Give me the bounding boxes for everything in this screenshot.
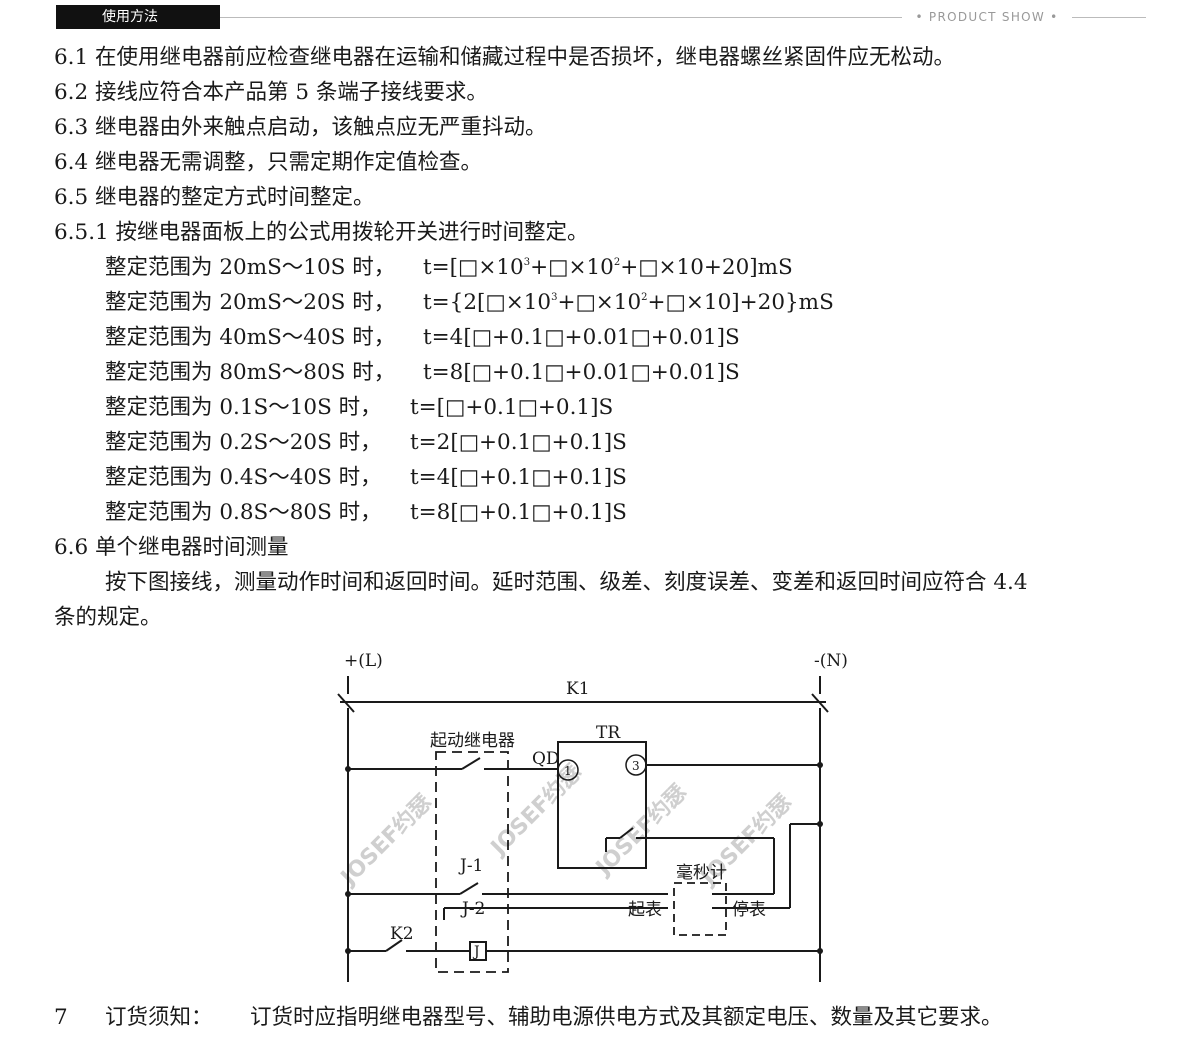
page-header: 使用方法 • PRODUCT SHOW • (0, 0, 1200, 34)
test-circuit-diagram: JOSEF约瑟 JOSEF约瑟 JOSEF约瑟 JOSEF约瑟 (334, 651, 848, 982)
range-label: 整定范围为 0.2S～20S 时， (105, 430, 382, 455)
relay-coil-label: J (472, 944, 480, 960)
section-6-6-body-cont: 条的规定。 (54, 605, 162, 630)
paragraph-6-1: 6.1 在使用继电器前应检查继电器在运输和储藏过程中是否损坏，继电器螺丝紧固件应… (54, 45, 956, 70)
range-label: 整定范围为 0.4S～40S 时， (105, 465, 382, 490)
product-show-label: • PRODUCT SHOW • (915, 10, 1059, 24)
k1-label: K1 (566, 679, 590, 699)
start-relay-label: 起动继电器 (430, 731, 515, 751)
stop-meter-label: 停表 (732, 900, 766, 920)
range-formula: t=8[□+0.1□+0.1]S (410, 500, 627, 525)
header-divider-right (1072, 17, 1146, 18)
range-label: 整定范围为 40mS～40S 时， (105, 325, 396, 350)
paragraph-6-5: 6.5 继电器的整定方式时间整定。 (54, 185, 375, 210)
range-label: 整定范围为 20mS～10S 时， (105, 255, 396, 280)
range-formula: t=[□×103+□×102+□×10+20]mS (423, 255, 793, 280)
paragraph-6-4: 6.4 继电器无需调整，只需定期作定值检查。 (54, 150, 483, 175)
range-formula: t=8[□+0.1□+0.01□+0.01]S (423, 360, 740, 385)
section-tab: 使用方法 (56, 5, 220, 29)
pin-3-label: 3 (632, 759, 640, 773)
range-label: 整定范围为 0.1S～10S 时， (105, 395, 382, 420)
ms-meter-label: 毫秒计 (676, 863, 727, 883)
range-formula: t=4[□+0.1□+0.1]S (410, 465, 627, 490)
section-7-number: 7 (54, 1005, 68, 1030)
paragraph-6-5-1: 6.5.1 按继电器面板上的公式用拨轮开关进行时间整定。 (54, 220, 589, 245)
negative-supply-label: -(N) (814, 651, 848, 671)
j2-label: J-2 (460, 899, 485, 919)
section-7-body: 订货时应指明继电器型号、辅助电源供电方式及其额定电压、数量及其它要求。 (250, 1005, 1003, 1030)
paragraph-6-2: 6.2 接线应符合本产品第 5 条端子接线要求。 (54, 80, 488, 105)
section-6-6-title: 6.6 单个继电器时间测量 (54, 535, 289, 560)
paragraph-6-3: 6.3 继电器由外来触点启动，该触点应无严重抖动。 (54, 115, 547, 140)
positive-supply-label: +(L) (344, 651, 383, 671)
k2-label: K2 (390, 924, 414, 944)
range-formula: t=[□+0.1□+0.1]S (410, 395, 614, 420)
range-formula: t=4[□+0.1□+0.01□+0.01]S (423, 325, 740, 350)
header-divider (220, 17, 902, 18)
range-label: 整定范围为 0.8S～80S 时， (105, 500, 382, 525)
range-label: 整定范围为 20mS～20S 时， (105, 290, 396, 315)
range-label: 整定范围为 80mS～80S 时， (105, 360, 396, 385)
range-formula: t={2[□×103+□×102+□×10]+20}mS (423, 290, 834, 315)
range-formula: t=2[□+0.1□+0.1]S (410, 430, 627, 455)
tr-label: TR (596, 723, 621, 743)
section-6-6-body: 按下图接线，测量动作时间和返回时间。延时范围、级差、刻度误差、变差和返回时间应符… (105, 570, 1028, 595)
start-meter-label: 起表 (628, 900, 662, 920)
section-7-title: 订货须知： (105, 1005, 213, 1030)
pin-1-label: 1 (564, 764, 572, 778)
qd-label: QD (532, 749, 560, 769)
j1-label: J-1 (458, 856, 483, 876)
svg-text:JOSEF约瑟: JOSEF约瑟 (334, 789, 436, 891)
